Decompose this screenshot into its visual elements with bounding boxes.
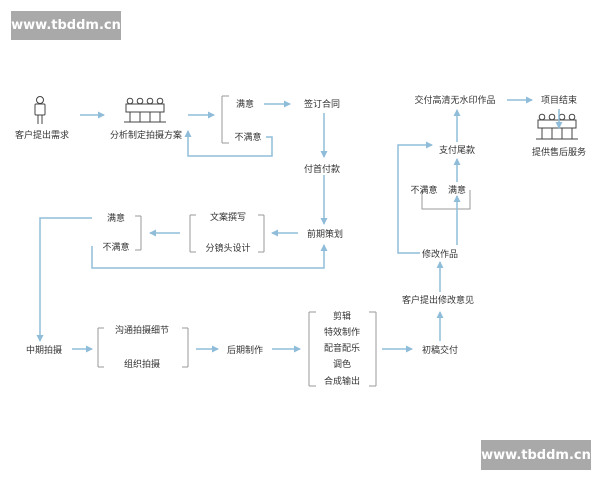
node-pay-final: 支付尾款 — [439, 144, 475, 156]
node-organize-shooting: 组织拍摄 — [124, 358, 160, 370]
node-editing: 剪辑 — [333, 310, 351, 322]
arrows — [36, 96, 563, 353]
node-storyboard: 分镜头设计 — [205, 242, 250, 254]
node-first-draft: 初稿交付 — [422, 344, 458, 356]
node-post-production: 后期制作 — [227, 344, 263, 356]
node-satisfied-2: 满意 — [107, 212, 125, 224]
node-copywriting: 文案撰写 — [210, 211, 246, 223]
watermark-bottom: www.tbddm.cn — [481, 440, 591, 470]
node-vfx: 特效制作 — [324, 326, 360, 338]
person-icon — [34, 96, 46, 124]
node-communicate-details: 沟通拍摄细节 — [115, 324, 169, 336]
node-mid-shooting: 中期拍摄 — [26, 344, 62, 356]
brackets — [97, 95, 471, 387]
node-revise: 修改作品 — [422, 248, 458, 260]
node-customer-feedback: 客户提出修改意见 — [402, 294, 474, 306]
watermark-top: www.tbddm.cn — [11, 11, 121, 40]
node-sign-contract: 签订合同 — [304, 98, 340, 110]
node-pre-planning: 前期策划 — [307, 228, 343, 240]
labels: 客户提出需求 分析制定拍摄方案 满意 不满意 签订合同 付首付款 文案撰写 分镜… — [15, 94, 586, 387]
node-music: 配音配乐 — [324, 342, 360, 354]
node-customer-request: 客户提出需求 — [15, 129, 69, 141]
after-sales-table-icon — [536, 113, 578, 140]
node-pay-first: 付首付款 — [304, 163, 340, 175]
node-satisfied-3: 满意 — [448, 184, 466, 196]
node-after-sales: 提供售后服务 — [532, 146, 586, 158]
node-analyze-plan: 分析制定拍摄方案 — [110, 129, 182, 141]
node-deliver-hd: 交付高清无水印作品 — [414, 94, 495, 106]
node-satisfied-1: 满意 — [236, 98, 254, 110]
node-unsatisfied-3: 不满意 — [410, 184, 437, 196]
node-unsatisfied-1: 不满意 — [234, 131, 261, 143]
node-color: 调色 — [333, 358, 351, 370]
node-unsatisfied-2: 不满意 — [102, 241, 129, 253]
meeting-table-icon — [124, 97, 166, 123]
node-project-end: 项目结束 — [541, 94, 577, 106]
node-compose-output: 合成输出 — [324, 375, 360, 387]
